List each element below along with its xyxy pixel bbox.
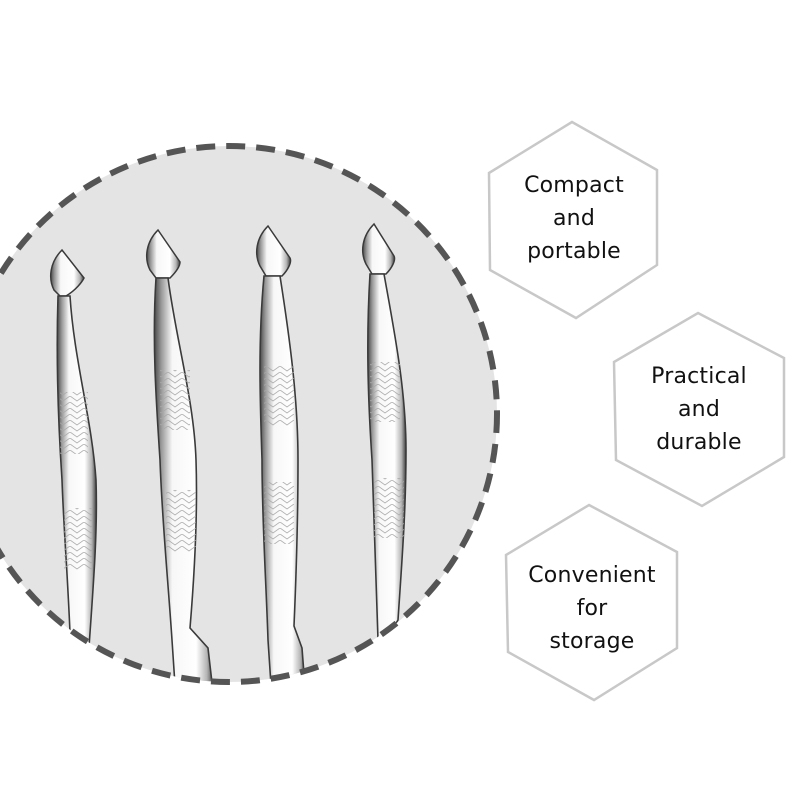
feature-line: storage — [549, 629, 635, 654]
tweezer-3 — [255, 224, 307, 682]
tweezer-1 — [49, 248, 98, 682]
feature-line: durable — [656, 430, 742, 455]
feature-line: for — [576, 596, 608, 621]
feature-line: Convenient — [528, 563, 656, 588]
hexagon-practical-durable — [612, 311, 786, 508]
product-photo-circle — [0, 143, 500, 685]
feature-line: Compact — [524, 173, 624, 198]
feature-label-practical-durable: Practical and durable — [614, 360, 784, 459]
hexagon-convenient-storage — [504, 503, 679, 702]
hexagon-compact-portable — [487, 120, 659, 320]
feature-line: and — [553, 206, 595, 231]
dashed-border — [0, 143, 500, 685]
feature-line: portable — [527, 239, 621, 264]
feature-label-compact-portable: Compact and portable — [489, 169, 659, 268]
feature-line: and — [678, 397, 720, 422]
tweezer-2 — [145, 228, 215, 682]
tweezer-4 — [361, 222, 407, 641]
feature-line: Practical — [651, 364, 747, 389]
feature-label-convenient-storage: Convenient for storage — [507, 559, 677, 658]
tweezers-group — [49, 222, 407, 682]
